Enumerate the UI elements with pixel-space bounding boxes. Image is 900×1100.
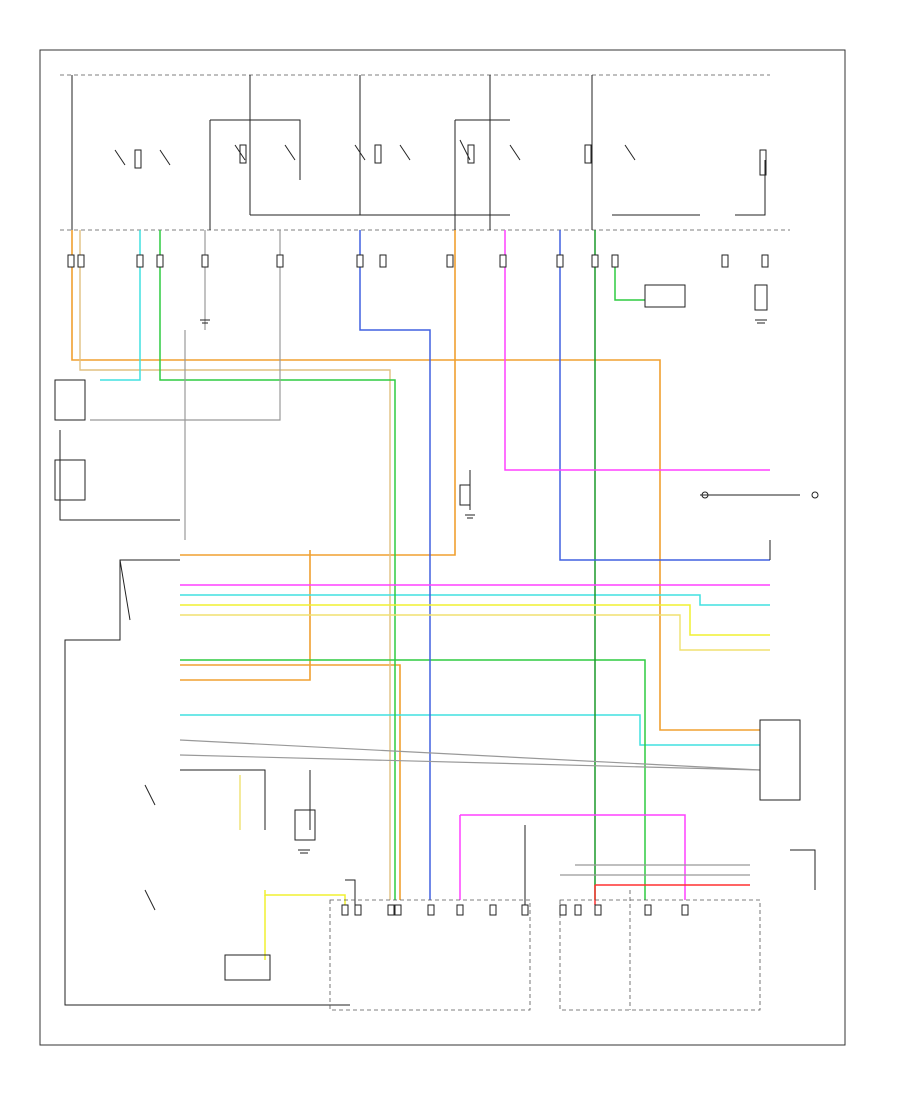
ground-symbols [200, 319, 767, 854]
wire-black [59, 430, 816, 1006]
fuse-feeds [71, 75, 766, 230]
wire-blue [359, 230, 770, 900]
wire-light-yellow [180, 614, 770, 830]
wire-tan [79, 230, 391, 900]
wire-magenta [180, 230, 770, 900]
wire-red [594, 884, 750, 905]
diagram-frame [39, 49, 846, 1046]
wire-orange-top [71, 230, 760, 900]
wire-gray [90, 230, 761, 876]
components [54, 284, 819, 981]
module-outlines [329, 890, 761, 1011]
fuse-block-connectors [67, 254, 769, 268]
bottom-connectors [341, 904, 689, 916]
wire-green [159, 230, 646, 900]
relay-switches [114, 139, 767, 176]
wire-cyan [100, 230, 770, 746]
